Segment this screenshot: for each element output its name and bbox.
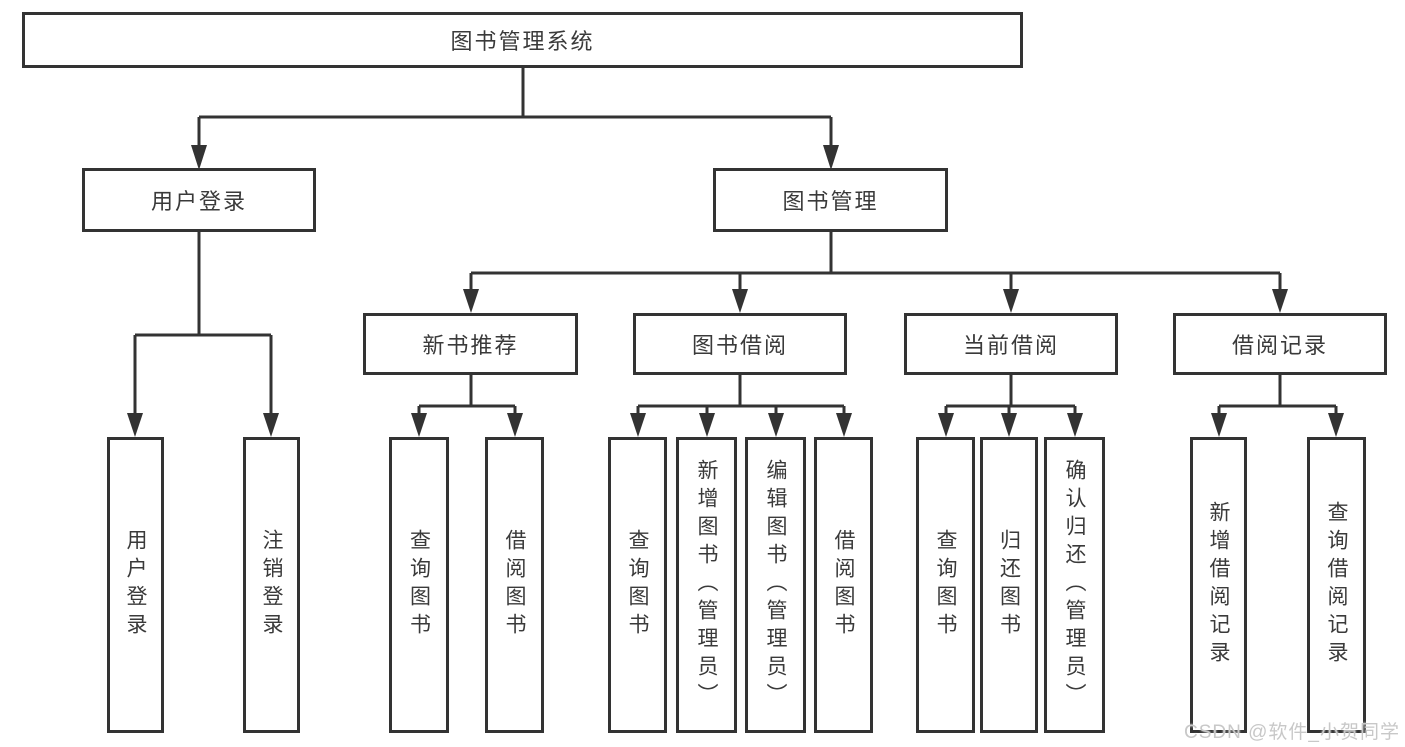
leaf-add-borrow-record: 新增借阅记录 bbox=[1190, 437, 1247, 733]
leaf-user-login: 用户登录 bbox=[107, 437, 164, 733]
leaf-confirm-return-admin: 确认归还（管理员） bbox=[1044, 437, 1105, 733]
leaf-add-books-admin: 新增图书（管理员） bbox=[676, 437, 737, 733]
leaf-return-books: 归还图书 bbox=[980, 437, 1038, 733]
node-book-borrowing: 图书借阅 bbox=[633, 313, 847, 375]
leaf-query-borrow-record: 查询借阅记录 bbox=[1307, 437, 1366, 733]
leaf-query-books-current: 查询图书 bbox=[916, 437, 975, 733]
node-library-management-system: 图书管理系统 bbox=[22, 12, 1023, 68]
node-user-login: 用户登录 bbox=[82, 168, 316, 232]
leaf-borrow-books-borrowing: 借阅图书 bbox=[814, 437, 873, 733]
leaf-borrow-books-recommend: 借阅图书 bbox=[485, 437, 544, 733]
leaf-query-books-recommend: 查询图书 bbox=[389, 437, 449, 733]
node-book-management: 图书管理 bbox=[713, 168, 948, 232]
csdn-watermark: CSDN @软件_小贺同学 bbox=[1184, 722, 1400, 743]
arrowheads bbox=[127, 145, 1344, 437]
leaf-query-books-borrowing: 查询图书 bbox=[608, 437, 667, 733]
tree-edges bbox=[133, 68, 1338, 415]
node-borrowing-records: 借阅记录 bbox=[1173, 313, 1387, 375]
leaf-logout-login: 注销登录 bbox=[243, 437, 300, 733]
node-new-book-recommendation: 新书推荐 bbox=[363, 313, 578, 375]
node-current-borrowing: 当前借阅 bbox=[904, 313, 1118, 375]
leaf-edit-books-admin: 编辑图书（管理员） bbox=[745, 437, 806, 733]
